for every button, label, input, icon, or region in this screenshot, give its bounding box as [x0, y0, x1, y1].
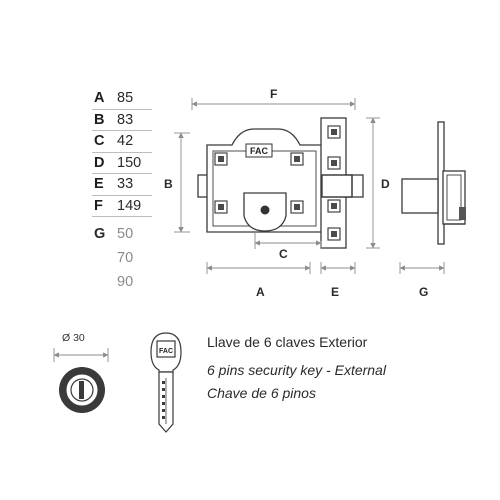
- label-c: C: [279, 247, 288, 261]
- label-d: D: [381, 177, 390, 191]
- cylinder-face-icon: [59, 367, 105, 413]
- screw-icon: [327, 227, 341, 241]
- g-option-row: G: [94, 226, 105, 242]
- label-b: B: [164, 177, 173, 191]
- dimension-letter: E: [94, 176, 104, 192]
- dimension-row-f: F 149: [92, 196, 152, 217]
- dimension-value: 150: [117, 154, 142, 171]
- dimension-row-e: E 33: [92, 174, 152, 196]
- security-key-icon: [150, 332, 182, 433]
- brand-logo: FAC: [250, 146, 269, 156]
- dimension-value: 33: [117, 176, 134, 192]
- dimension-letter: B: [94, 111, 105, 128]
- label-f: F: [270, 87, 278, 101]
- dimension-letter: D: [94, 154, 105, 171]
- dimension-letter: F: [94, 197, 103, 214]
- dimension-value: 149: [117, 197, 142, 214]
- screw-icon: [327, 125, 341, 139]
- dimension-row-c: C 42: [92, 131, 152, 153]
- cylinder-diameter-label: Ø 30: [62, 332, 85, 344]
- label-e: E: [331, 285, 340, 299]
- g-option-value: 50: [117, 226, 134, 242]
- dimension-table: A 85 B 83 C 42 D 150 E 33 F 149: [92, 88, 152, 217]
- screw-icon: [214, 152, 228, 166]
- g-option-value: 70: [117, 250, 134, 266]
- label-a: A: [256, 285, 265, 299]
- label-g: G: [419, 285, 429, 299]
- dimension-row-a: A 85: [92, 88, 152, 110]
- dimension-row-b: B 83: [92, 110, 152, 131]
- dimension-lines: [53, 98, 445, 362]
- key-brand-logo: FAC: [159, 348, 173, 355]
- key-description-pt: Chave de 6 pinos: [207, 385, 316, 401]
- dimension-value: 83: [117, 111, 134, 128]
- lock-side-view: [401, 121, 466, 245]
- dimension-value: 42: [117, 133, 134, 149]
- screw-icon: [214, 200, 228, 214]
- screw-icon: [327, 156, 341, 170]
- dimension-letter: A: [94, 90, 105, 106]
- g-option-value: 90: [117, 274, 134, 290]
- dimension-letter: G: [94, 226, 106, 242]
- dimension-row-d: D 150: [92, 153, 152, 174]
- screw-icon: [290, 200, 304, 214]
- key-description-en: 6 pins security key - External: [207, 362, 386, 378]
- screw-icon: [327, 199, 341, 213]
- dimension-value: 85: [117, 90, 134, 106]
- screw-icon: [290, 152, 304, 166]
- key-description-es: Llave de 6 claves Exterior: [207, 334, 368, 350]
- dimension-letter: C: [94, 133, 105, 149]
